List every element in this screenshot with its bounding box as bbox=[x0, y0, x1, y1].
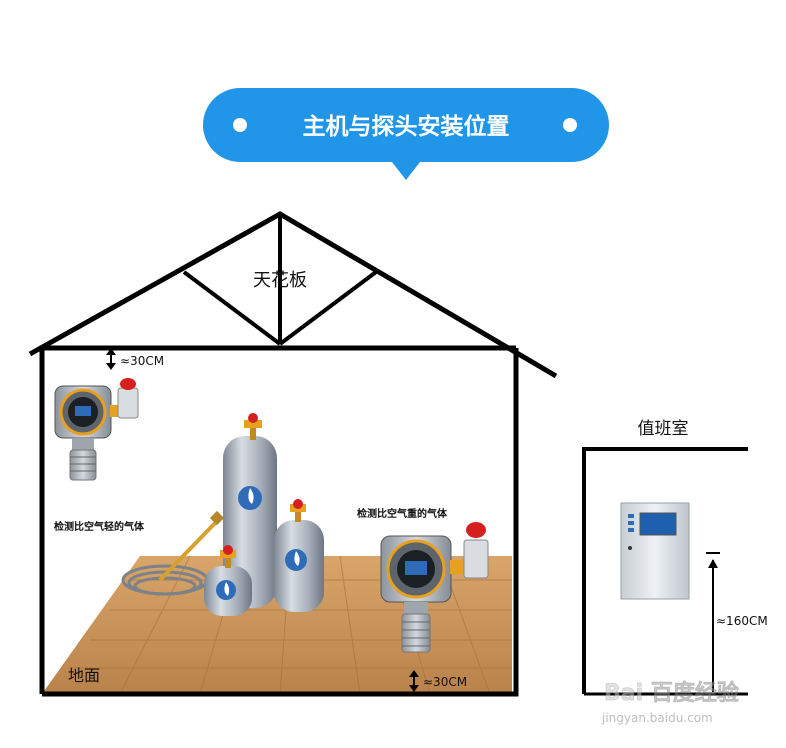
watermark-url: jingyan.baidu.com bbox=[601, 711, 713, 725]
bottom-gap-label: ≈30CM bbox=[423, 675, 467, 689]
banner-dot-right bbox=[563, 118, 577, 132]
baidu-watermark: Bai 百度经验 jingyan.baidu.com bbox=[601, 680, 739, 725]
floor-label: 地面 bbox=[68, 666, 100, 685]
ceiling-label: 天花板 bbox=[253, 270, 307, 291]
watermark-logo: Bai 百度经验 bbox=[604, 680, 739, 706]
bottom-gap-marker: ≈30CM bbox=[409, 670, 467, 692]
truss-left bbox=[182, 270, 282, 346]
title-banner: 主机与探头安装位置 bbox=[203, 88, 609, 180]
controller-height-label: ≈160CM bbox=[716, 614, 768, 628]
duty-room-outline bbox=[582, 447, 748, 694]
banner-title: 主机与探头安装位置 bbox=[303, 113, 510, 140]
light-gas-label: 检测比空气轻的气体 bbox=[54, 520, 145, 533]
controller-height-marker: ≈160CM bbox=[706, 552, 768, 692]
banner-dot-left bbox=[233, 118, 247, 132]
floor-line bbox=[42, 348, 519, 697]
top-gap-label: ≈30CM bbox=[120, 354, 164, 368]
alarm-controller bbox=[620, 502, 690, 600]
gas-cylinder-medium bbox=[274, 499, 324, 612]
gas-cylinder-large bbox=[223, 413, 277, 608]
banner-pointer bbox=[392, 162, 420, 180]
top-gap-marker: ≈30CM bbox=[106, 348, 164, 370]
duty-room bbox=[582, 447, 748, 696]
duty-room-label: 值班室 bbox=[638, 419, 689, 439]
banner-pill bbox=[203, 88, 609, 162]
gas-cylinder-small bbox=[204, 545, 252, 616]
gas-detector-bottom bbox=[380, 522, 489, 653]
probe-wand bbox=[158, 510, 225, 582]
truss-right bbox=[278, 270, 378, 346]
gas-detector-top bbox=[54, 378, 139, 481]
house-outline bbox=[28, 211, 558, 697]
heavy-gas-label: 检测比空气重的气体 bbox=[357, 507, 448, 520]
